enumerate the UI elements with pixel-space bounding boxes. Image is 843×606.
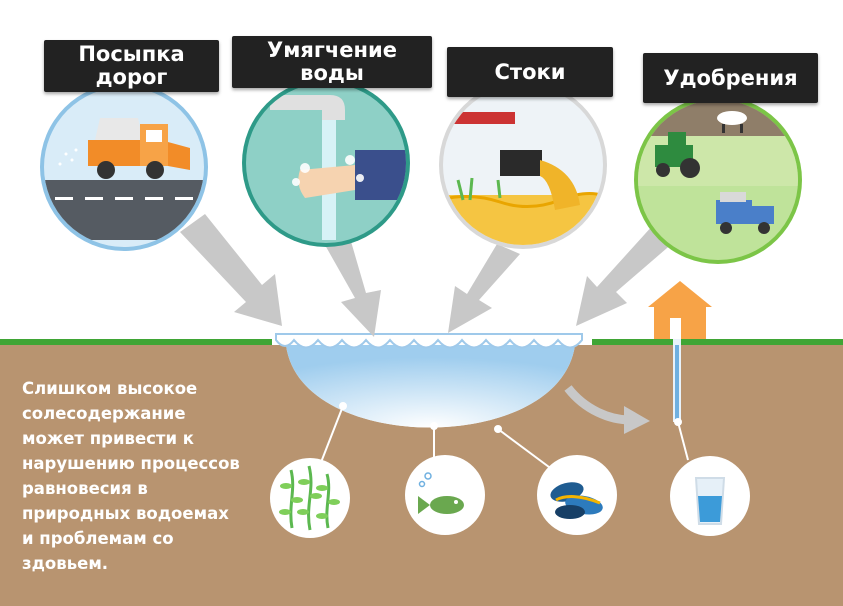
- lake: [286, 345, 575, 428]
- water-surface: [275, 333, 583, 349]
- grass-right: [592, 339, 843, 345]
- label-runoff: Стоки: [447, 47, 613, 97]
- groundwater-arrow-head: [624, 406, 650, 434]
- label-fertilizers: Удобрения: [643, 53, 818, 103]
- drinking-water-glass-icon: [670, 456, 750, 536]
- road-salting-illustration: [40, 83, 208, 251]
- caption-text: Слишком высокое солесодержание может при…: [22, 379, 240, 573]
- runoff-illustration: [439, 81, 607, 249]
- mussels-icon: [537, 455, 617, 535]
- house-icon: [648, 281, 712, 339]
- impact-connectors: [317, 402, 689, 471]
- inflow-arrow-fertilizers: [576, 224, 674, 326]
- inflow-arrow-runoff: [448, 244, 520, 333]
- inflow-arrow-road: [180, 214, 282, 326]
- water-softening-illustration: [242, 79, 410, 247]
- well-water: [675, 345, 679, 422]
- grass-left: [0, 339, 272, 345]
- fish-icon: [405, 455, 485, 535]
- aquatic-plants-icon: [270, 458, 350, 538]
- inflow-arrow-softening: [325, 238, 381, 337]
- label-road-salting: Посыпка дорог: [44, 40, 219, 92]
- label-water-softening: Умягчение воды: [232, 36, 432, 88]
